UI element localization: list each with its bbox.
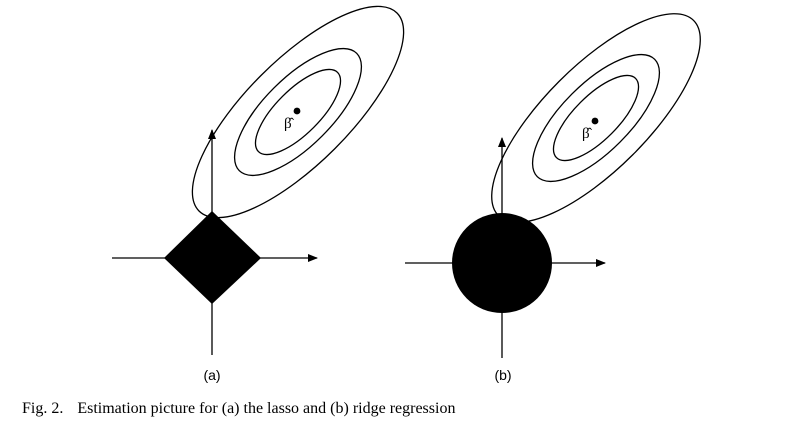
panel-b-estimate-dot xyxy=(591,117,599,125)
panel-a-contours xyxy=(191,5,405,219)
panel-b-estimate-label: β̂ xyxy=(582,126,593,142)
panel-b-contour-inner xyxy=(552,74,640,162)
panel-a-estimate-label: β̂ xyxy=(284,116,295,132)
panel-a-contour-outer xyxy=(191,5,405,219)
panel-b-contour-outer xyxy=(491,13,701,223)
caption-figure-number: Fig. 2. xyxy=(22,400,64,417)
panel-a-estimate-dot xyxy=(293,107,301,115)
panel-a-label: (a) xyxy=(203,367,221,383)
figure-caption: Fig. 2. Estimation picture for (a) the la… xyxy=(22,399,455,419)
panel-b-contour-middle xyxy=(531,53,661,183)
caption-text: Estimation picture for (a) the lasso and… xyxy=(77,400,456,417)
panel-a-contour-middle xyxy=(233,47,363,177)
panel-b-disk-constraint xyxy=(452,213,552,313)
panel-b-contours xyxy=(491,13,701,223)
panel-a-contour-inner xyxy=(254,68,342,156)
panel-b: β̂ xyxy=(405,13,701,358)
panel-a: β̂ xyxy=(112,5,405,355)
panel-b-label: (b) xyxy=(494,367,512,383)
panel-a-diamond-constraint xyxy=(164,211,261,304)
